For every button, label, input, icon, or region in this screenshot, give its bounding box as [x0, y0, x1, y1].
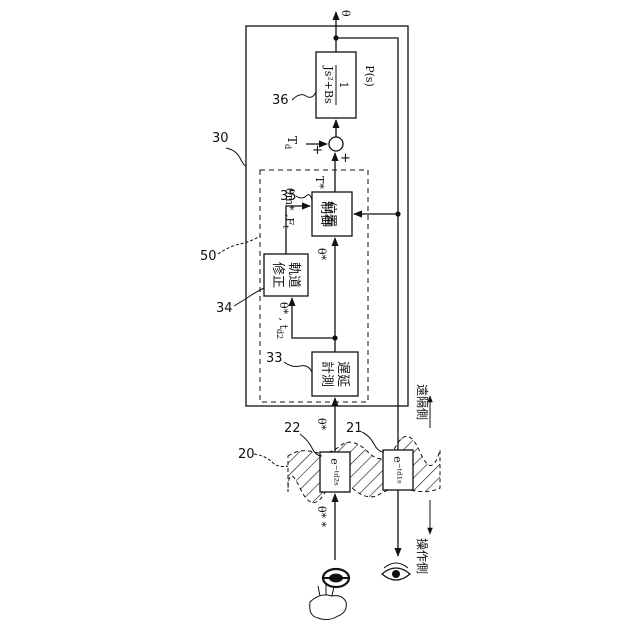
theta-output-label: θ — [339, 10, 352, 17]
ref-20: 20 — [238, 447, 255, 462]
operator-eye-icon — [382, 563, 410, 580]
leader-35 — [296, 195, 312, 200]
remote-side-label: 遠隔側 — [415, 384, 429, 420]
trajectory-correction-label-1: 軌道 — [286, 262, 302, 288]
plant-denominator: Js²+Bs — [322, 65, 335, 104]
leader-21 — [362, 432, 384, 452]
ref-35: 35 — [280, 189, 297, 204]
operator-side-label: 操作側 — [415, 538, 430, 574]
plus-sign-left: + — [312, 143, 323, 158]
ref-50: 50 — [200, 249, 217, 264]
ref-36: 36 — [272, 93, 289, 108]
theta-double-star-label: θ* * — [315, 506, 328, 528]
leader-36 — [292, 92, 316, 100]
ref-22: 22 — [284, 421, 301, 436]
steering-wheel-icon — [323, 569, 349, 587]
delay-measurement-block — [312, 352, 358, 396]
position-control-label-2: 制御 — [318, 201, 333, 227]
t-star-label: T* — [313, 176, 326, 189]
plant-name-label: P(s) — [363, 65, 376, 87]
leader-33 — [284, 362, 312, 372]
node-to-trajectory-line — [292, 298, 335, 338]
delay-measurement-label-2: 計測 — [319, 361, 335, 387]
theta-star-pos-label: θ* — [315, 248, 328, 261]
leader-30 — [226, 148, 246, 166]
theta-star-channel-label: θ* — [315, 418, 328, 431]
delay-measurement-label-1: 遅延 — [335, 361, 350, 387]
summing-junction — [329, 137, 343, 151]
theta-star-traj-label: θ* , td2 — [275, 302, 290, 339]
trajectory-correction-label-2: 修正 — [270, 262, 285, 288]
leader-20 — [254, 454, 288, 467]
backward-delay-label: e⁻ᵗᵈ¹ˢ — [391, 456, 404, 484]
plus-sign-bottom: + — [340, 151, 351, 166]
leader-50 — [218, 236, 260, 254]
td-label: Td — [283, 136, 299, 149]
plant-numerator: 1 — [337, 82, 350, 89]
operator-hand-icon — [310, 584, 347, 620]
ref-34: 34 — [216, 301, 233, 316]
forward-delay-label: e⁻ᵗᵈ²ˢ — [328, 458, 341, 486]
ref-21: 21 — [346, 421, 363, 436]
ref-30: 30 — [212, 131, 229, 146]
ref-33: 33 — [266, 351, 283, 366]
